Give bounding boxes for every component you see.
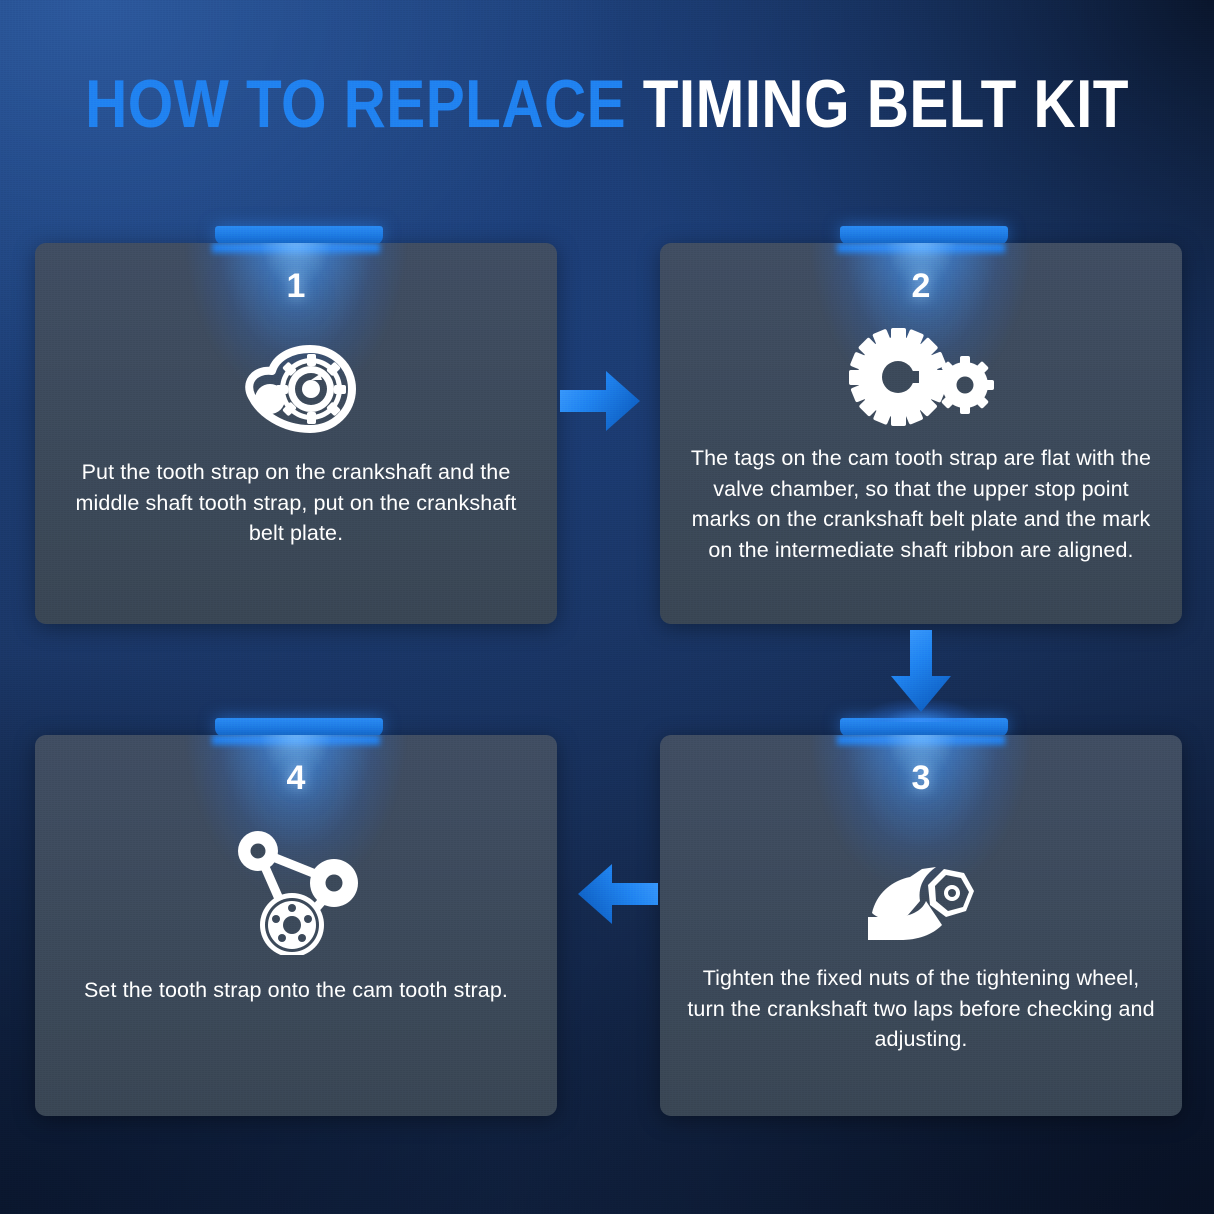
tab-step-2 xyxy=(840,226,1008,245)
step-number-4: 4 xyxy=(286,759,306,797)
step-icon-4-wrap xyxy=(35,825,557,957)
page-title-accent: HOW TO REPLACE xyxy=(85,66,627,142)
tab-glow-2 xyxy=(837,243,1005,253)
step-number-1: 1 xyxy=(286,267,306,305)
tab-glow-3 xyxy=(837,735,1005,745)
tab-step-4 xyxy=(215,718,383,737)
arrow-step1-to-step2 xyxy=(560,369,640,433)
step-card-1[interactable]: 1 xyxy=(35,243,557,624)
tab-step-1 xyxy=(215,226,383,245)
step-text-3: Tighten the fixed nuts of the tightening… xyxy=(687,966,1155,1052)
tab-step-3 xyxy=(840,718,1008,737)
step-card-3[interactable]: 3 Tighten the fixed nuts of the tighteni… xyxy=(660,735,1182,1116)
step-text-2: The tags on the cam tooth strap are flat… xyxy=(690,446,1152,562)
step-number-3: 3 xyxy=(911,759,931,797)
arrow-step3-to-step4 xyxy=(578,862,658,926)
two-gears-icon xyxy=(846,323,996,431)
arrow-step2-to-step3 xyxy=(889,630,953,712)
step-number-2: 2 xyxy=(911,267,931,305)
step-text-4: Set the tooth strap onto the cam tooth s… xyxy=(83,978,508,1002)
step-card-4[interactable]: 4 xyxy=(35,735,557,1116)
page-title-plain: TIMING BELT KIT xyxy=(642,66,1129,142)
step-icon-1-wrap xyxy=(35,331,557,451)
wrench-nut-icon xyxy=(860,855,982,943)
serpentine-belt-pulleys-icon xyxy=(234,827,358,955)
step-icon-3-wrap xyxy=(660,853,1182,945)
step-card-2[interactable]: 2 xyxy=(660,243,1182,624)
step-icon-2-wrap xyxy=(660,321,1182,433)
step-text-1: Put the tooth strap on the crankshaft an… xyxy=(75,460,517,546)
belt-pulley-gear-icon xyxy=(230,335,362,447)
page-title: HOW TO REPLACE TIMING BELT KIT xyxy=(85,70,1129,138)
tab-glow-4 xyxy=(212,735,380,745)
tab-glow-1 xyxy=(212,243,380,253)
